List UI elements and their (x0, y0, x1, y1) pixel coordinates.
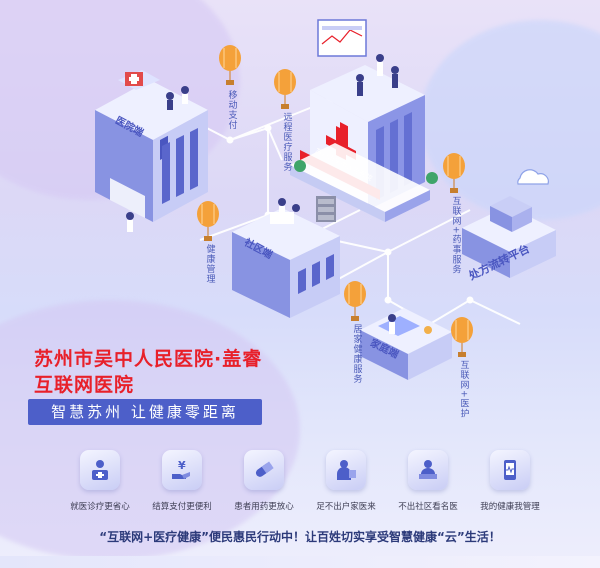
service-label-remote: 远程医疗服务 (281, 112, 292, 172)
family-end-building (360, 308, 452, 380)
bottom-bar (0, 556, 600, 568)
feature-item: ¥ 结算支付更便利 (142, 450, 222, 512)
phone-health-icon (490, 450, 530, 490)
hospital-end-building (95, 70, 208, 232)
bg-blob (0, 300, 300, 560)
feature-item: 我的健康我管理 (470, 450, 550, 512)
feature-item: 患者用药更放心 (224, 450, 304, 512)
balloon-icon (274, 69, 296, 109)
balloon-icon (197, 201, 219, 241)
pill-icon (244, 450, 284, 490)
service-label-internet-nursing: 互联网+医护 (458, 360, 469, 419)
balloon-icon (443, 153, 465, 193)
feature-label: 患者用药更放心 (234, 502, 294, 512)
feature-label: 结算支付更便利 (152, 502, 212, 512)
feature-item: 就医诊疗更省心 (60, 450, 140, 512)
community-end-building (232, 196, 340, 318)
doctor-desk-icon (80, 450, 120, 490)
service-label-health-mgmt: 健康管理 (204, 244, 215, 284)
balloon-icon (451, 317, 473, 357)
prescription-platform-building (462, 169, 556, 278)
feature-label: 不出社区看名医 (398, 502, 458, 512)
money-hand-icon: ¥ (162, 450, 202, 490)
bg-blob (420, 20, 600, 220)
balloon-icon (219, 45, 241, 85)
home-doctor-icon (326, 450, 366, 490)
svg-text:¥: ¥ (178, 459, 186, 472)
balloon-icon (344, 281, 366, 321)
feature-item: 不出社区看名医 (388, 450, 468, 512)
feature-label: 足不出户家医来 (316, 502, 376, 512)
feature-item: 足不出户家医来 (306, 450, 386, 512)
feature-list: 就医诊疗更省心 ¥ 结算支付更便利 患者用药更放心 足不出户家医来 不出社区看名… (60, 450, 550, 512)
main-hospital-building (290, 19, 438, 222)
slogan-banner: 智慧苏州 让健康零距离 (28, 399, 262, 425)
main-title-line1: 苏州市吴中人民医院·盖睿 (34, 348, 263, 370)
service-label-home-health: 居家健康服务 (351, 324, 362, 384)
main-title-line2: 互联网医院 (34, 374, 135, 396)
service-label-mobile-pay: 移动支付 (226, 90, 237, 130)
feature-label: 我的健康我管理 (480, 502, 540, 512)
service-label-internet-pharmacy: 互联网+药事服务 (450, 196, 461, 275)
network-illustration (95, 19, 556, 380)
bottom-slogan: “互联网+医疗健康”便民惠民行动中！让百姓切实享受智慧健康“云”生活！ (99, 530, 501, 544)
consult-icon (408, 450, 448, 490)
feature-label: 就医诊疗更省心 (70, 502, 130, 512)
